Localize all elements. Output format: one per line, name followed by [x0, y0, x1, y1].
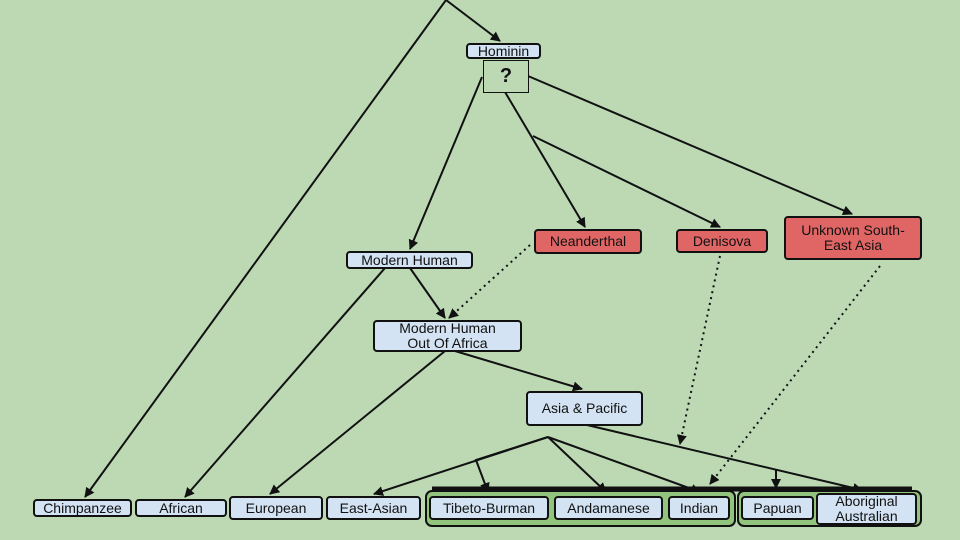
node-neanderthal: Neanderthal: [534, 229, 642, 254]
edge-neanderthal-admix: [448, 244, 531, 319]
node-asia-pacific: Asia & Pacific: [526, 391, 643, 426]
node-unknown-sea: Unknown South-East Asia: [784, 216, 922, 260]
edge-unknown: [527, 75, 853, 216]
edge-modern-human: [408, 76, 483, 250]
node-european: European: [229, 496, 323, 520]
edge-asia-pacific: [454, 350, 583, 392]
node-denisova: Denisova: [676, 229, 768, 253]
edge-out-of-africa: [409, 267, 446, 319]
edge-indian: [547, 436, 701, 494]
node-indian: Indian: [668, 496, 730, 520]
node-out-of-africa: Modern Human Out Of Africa: [373, 320, 522, 352]
node-tibeto-burman: Tibeto-Burman: [429, 496, 549, 520]
edge-unknown-admix: [709, 265, 881, 485]
node-east-asian: East-Asian: [326, 496, 421, 520]
edge-denisova-admix: [676, 255, 721, 445]
node-unknown-ancestor: ?: [483, 60, 529, 93]
edge-hominin: [445, 0, 501, 42]
edge-andamanese: [547, 436, 607, 493]
node-chimpanzee: Chimpanzee: [33, 499, 132, 517]
node-aboriginal: Aboriginal Australian: [816, 493, 917, 525]
node-hominin: Hominin: [466, 43, 541, 59]
edge-neanderthal: [504, 91, 586, 228]
node-papuan: Papuan: [741, 496, 814, 520]
node-african: African: [135, 499, 227, 517]
edge-aboriginal: [586, 424, 863, 493]
edge-tibeto: [474, 436, 549, 493]
edge-chimpanzee: [84, 0, 447, 498]
edge-african: [184, 267, 386, 498]
edge-european: [269, 350, 446, 495]
node-modern-human: Modern Human: [346, 251, 473, 269]
edge-denisova: [532, 135, 721, 228]
node-andamanese: Andamanese: [554, 496, 663, 520]
